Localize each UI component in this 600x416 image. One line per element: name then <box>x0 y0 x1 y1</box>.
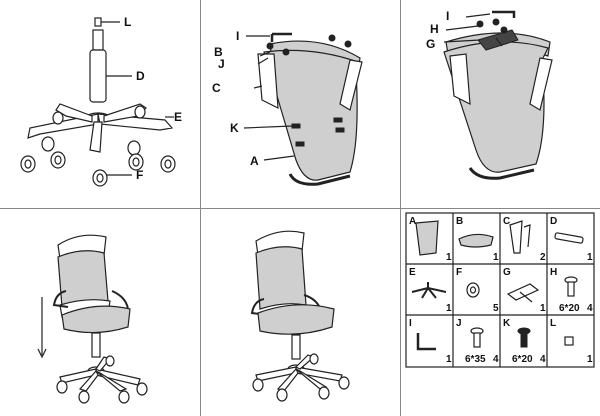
star-base-icon <box>59 332 141 392</box>
label-I: I <box>446 9 449 23</box>
star-base-icon <box>27 103 174 156</box>
part-cell-e: E1 <box>409 267 452 314</box>
gas-cylinder-icon <box>89 29 132 103</box>
label-E: E <box>174 110 182 124</box>
screw-icon <box>266 34 352 56</box>
star-base-icon <box>411 282 447 299</box>
label-K: K <box>230 121 239 135</box>
seat-cushion-icon <box>458 233 494 248</box>
chair-seat-backrest <box>443 32 553 180</box>
allen-key-icon <box>465 10 516 18</box>
part-cell-k: K 4 6*20 <box>503 318 546 365</box>
label-B: B <box>214 45 223 59</box>
part-cell-l: L1 <box>550 318 593 365</box>
part-letter: K <box>503 318 511 329</box>
step-1-illustration: L D E F <box>20 15 182 187</box>
step-4-illustration <box>37 234 148 404</box>
part-quantity: 2 <box>540 252 546 263</box>
black-screw-icon <box>291 117 345 147</box>
label-C: C <box>212 81 221 95</box>
part-spec: 6*20 <box>559 303 580 314</box>
screw-icon <box>476 18 508 34</box>
part-cell-i: I1 <box>409 318 452 365</box>
screw-icon <box>470 327 484 348</box>
part-quantity: 1 <box>587 354 593 365</box>
part-cell-j: J 4 6*35 <box>456 318 499 365</box>
part-quantity: 1 <box>587 252 593 263</box>
label-L: L <box>124 15 131 29</box>
part-cell-d: D1 <box>550 216 593 263</box>
gas-cylinder-icon <box>554 232 584 244</box>
chair-seat-backrest <box>257 40 363 186</box>
tilt-mechanism-icon <box>477 29 519 51</box>
part-cell-f: F5 <box>456 267 499 314</box>
caster-wheel-icon <box>20 151 176 187</box>
tilt-mechanism-icon <box>506 283 540 303</box>
label-D: D <box>136 69 145 83</box>
part-quantity: 1 <box>493 252 499 263</box>
assembled-chair <box>250 230 350 402</box>
part-letter: B <box>456 216 463 227</box>
divider-h <box>0 208 600 209</box>
part-quantity: 4 <box>587 303 593 314</box>
part-letter: F <box>456 267 462 278</box>
label-G: G <box>426 37 435 51</box>
step-4-panel <box>0 209 200 416</box>
step-3-panel: I H G <box>400 0 600 208</box>
part-letter: I <box>409 318 412 329</box>
part-spec: 6*20 <box>512 354 533 365</box>
chair-upper-assembly <box>52 234 131 334</box>
part-cell-c: C2 <box>503 216 546 263</box>
armrest-icon <box>509 220 531 254</box>
down-arrow-icon <box>37 297 47 359</box>
step-5-panel <box>200 209 400 416</box>
step-2-illustration: I B J C K A <box>212 29 363 186</box>
step-2-panel: I B J C K A <box>200 0 400 208</box>
part-quantity: 1 <box>446 303 452 314</box>
allen-key-icon <box>246 32 292 42</box>
label-H: H <box>430 22 439 36</box>
part-letter: L <box>550 318 556 329</box>
part-cell-h: H 4 6*20 <box>550 267 593 314</box>
part-quantity: 1 <box>446 354 452 365</box>
label-J: J <box>218 57 225 71</box>
step-3-illustration: I H G <box>426 9 553 180</box>
allen-key-icon <box>416 333 436 351</box>
step-5-illustration <box>250 230 350 402</box>
part-letter: D <box>550 216 557 227</box>
screw-icon <box>564 276 578 297</box>
cap-icon <box>94 17 120 27</box>
label-F: F <box>136 168 143 182</box>
part-letter: E <box>409 267 416 278</box>
part-letter: A <box>409 216 416 227</box>
part-cell-a: A1 <box>409 216 452 263</box>
part-letter: H <box>550 267 557 278</box>
part-letter: J <box>456 318 462 329</box>
part-cell-g: G1 <box>503 267 546 314</box>
step-1-panel: L D E F <box>0 0 200 208</box>
caster-wheel-icon <box>56 355 148 404</box>
part-quantity: 1 <box>540 303 546 314</box>
label-I: I <box>236 29 239 43</box>
part-quantity: 1 <box>446 252 452 263</box>
part-spec: 6*35 <box>465 354 486 365</box>
black-screw-icon <box>517 327 531 348</box>
part-quantity: 4 <box>540 354 546 365</box>
part-letter: C <box>503 216 510 227</box>
cap-icon <box>564 336 574 346</box>
label-A: A <box>250 154 259 168</box>
caster-wheel-icon <box>466 282 480 298</box>
part-quantity: 4 <box>493 354 499 365</box>
part-letter: G <box>503 267 511 278</box>
part-cell-b: B1 <box>456 216 499 263</box>
part-quantity: 5 <box>493 303 499 314</box>
backrest-frame-icon <box>415 220 439 256</box>
